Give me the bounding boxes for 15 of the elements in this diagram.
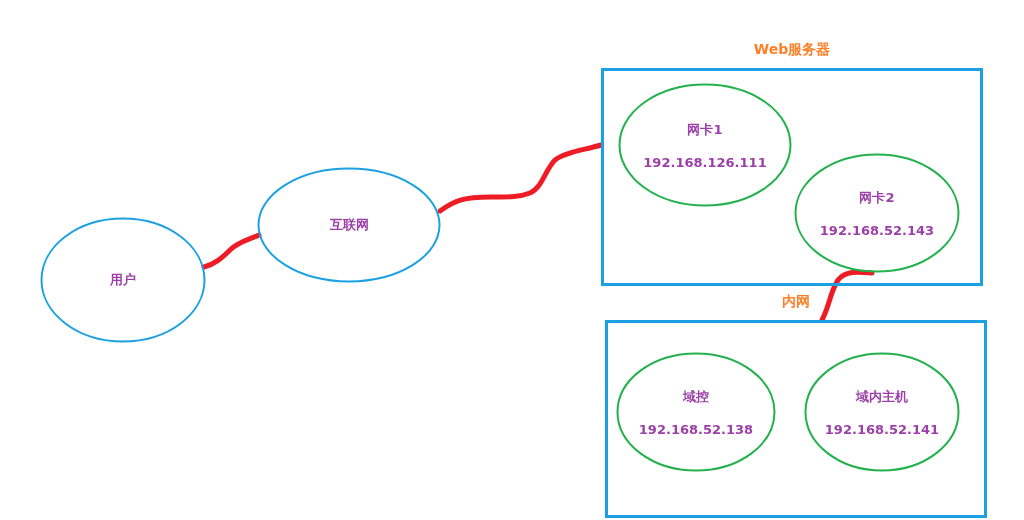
ip-address: 192.168.52.138	[638, 421, 754, 437]
connection-line	[437, 142, 604, 214]
connection-line	[201, 232, 262, 270]
group-title: 内网	[782, 293, 810, 309]
node-label: 网卡2	[859, 188, 895, 207]
ip-address: 192.168.52.143	[819, 222, 935, 238]
node-label: 域控	[683, 387, 709, 406]
node-label: 用户	[110, 271, 136, 289]
node-label: 互联网	[329, 216, 369, 234]
group-title: Web服务器	[753, 41, 831, 57]
node-label: 域内主机	[856, 387, 908, 406]
ip-address: 192.168.52.141	[824, 421, 940, 437]
connection-line	[819, 269, 875, 323]
node-label: 网卡1	[687, 120, 723, 139]
ip-address: 192.168.126.111	[643, 154, 767, 170]
